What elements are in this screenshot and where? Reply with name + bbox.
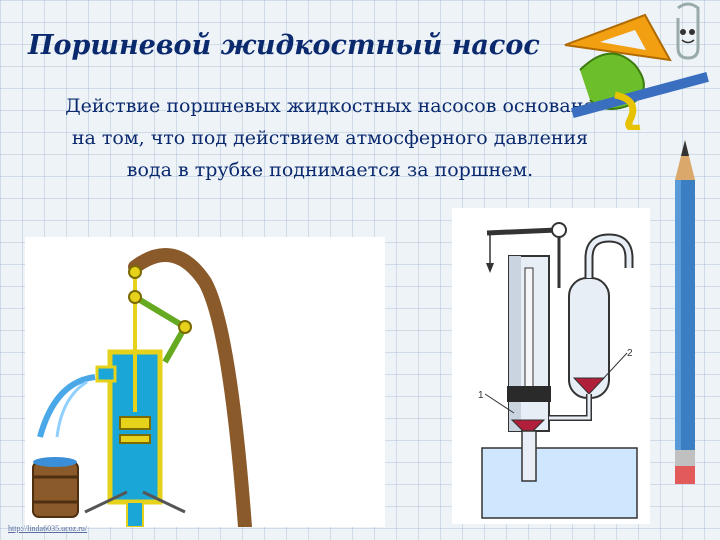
pencil-icon: [675, 140, 695, 484]
label-valve-1: 1: [478, 390, 484, 401]
slide-body-text: Действие поршневых жидкостных насосов ос…: [65, 95, 595, 181]
slide-title: Поршневой жидкостный насос: [28, 30, 540, 61]
geometry-tools-icon: [564, 2, 709, 130]
barrel-icon: [32, 457, 79, 518]
pump-schematic-diagram: 1 2: [452, 208, 650, 524]
hand-pump-illustration: [25, 237, 385, 527]
source-link[interactable]: http://linda6035.ucoz.ru/: [8, 524, 88, 533]
label-valve-2: 2: [627, 348, 633, 359]
